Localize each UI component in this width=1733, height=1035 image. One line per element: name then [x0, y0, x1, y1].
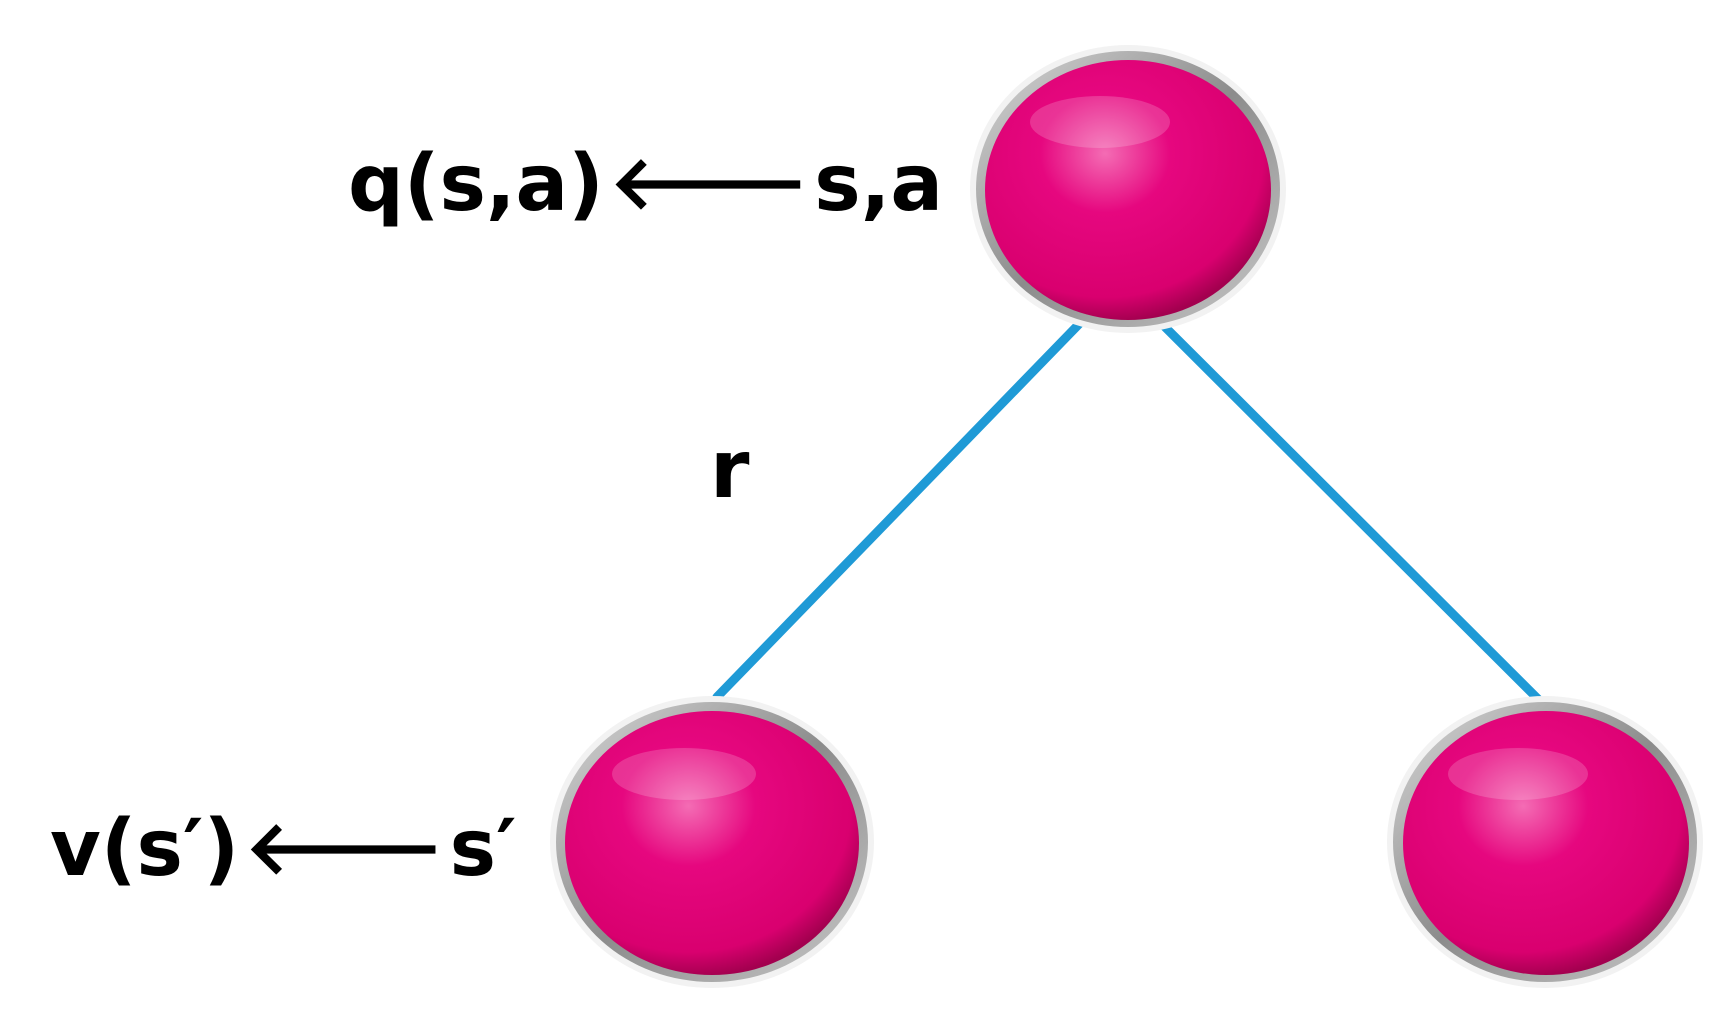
root-node — [970, 45, 1286, 333]
reward-label: r — [710, 423, 750, 516]
root-node-label: q(s,a)🡐s,a — [348, 145, 943, 223]
state-action-target: s,a — [814, 139, 943, 229]
leaf-node-label: v(s′)🡐s′ — [50, 810, 517, 888]
next-state-target: s′ — [449, 804, 517, 894]
edge-root-to-left-leaf — [712, 316, 1087, 702]
left-arrow-icon: 🡐 — [245, 805, 444, 891]
q-value-function: q(s,a) — [348, 139, 604, 229]
edge-root-to-right-leaf — [1158, 320, 1549, 710]
left-leaf-node — [550, 696, 874, 988]
right-leaf-node — [1387, 696, 1703, 988]
v-value-function: v(s′) — [50, 804, 240, 894]
left-arrow-icon: 🡐 — [609, 140, 809, 226]
